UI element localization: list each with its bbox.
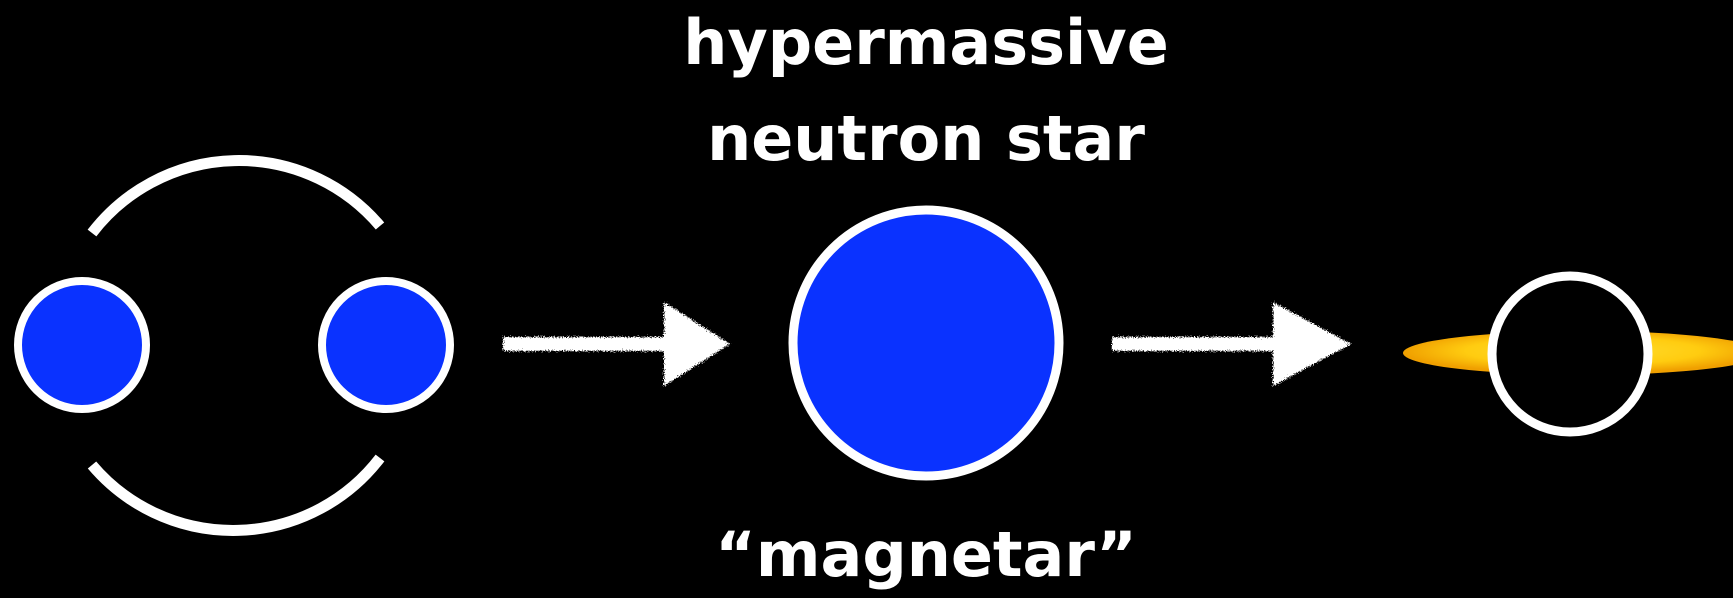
title-line-2: neutron star: [707, 102, 1145, 175]
neutron-star-right-icon: [318, 277, 454, 413]
black-hole-icon: [1487, 271, 1653, 437]
title-line-1: hypermassive: [683, 6, 1169, 79]
arrow-right-icon: [1112, 302, 1351, 386]
neutron-star-left-icon: [14, 277, 150, 413]
arrow-right-icon: [503, 302, 730, 386]
hypermassive-neutron-star-icon: [788, 205, 1064, 481]
magnetar-label: “magnetar”: [715, 518, 1137, 591]
orbit-arc-bottom-icon: [87, 454, 385, 536]
orbit-arc-top-icon: [87, 155, 385, 237]
binary-neutron-star-icon: [14, 155, 454, 536]
black-hole-with-disk-icon: [1403, 271, 1733, 437]
